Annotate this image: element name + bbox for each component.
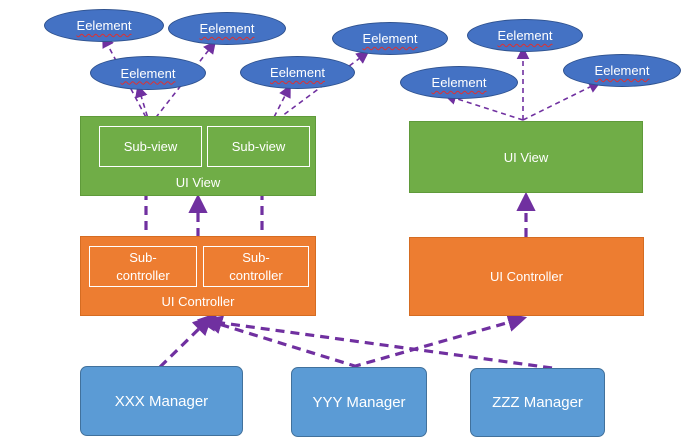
link-rightview-e8 (522, 81, 602, 121)
left-subview-b: Sub-view (207, 126, 310, 167)
element-label: Eelement (594, 63, 650, 78)
element-label: Eelement (270, 65, 325, 80)
xxx-manager-box: XXX Manager (80, 366, 243, 436)
element-ellipse: Eelement (168, 12, 286, 45)
element-label: Eelement (76, 18, 132, 33)
yyy-manager-box: YYY Manager (291, 367, 427, 437)
element-label: Eelement (362, 31, 418, 46)
link-subview-b-e4 (269, 84, 291, 126)
left-subview-a: Sub-view (99, 126, 202, 167)
left-subcontroller-a: Sub- controller (89, 246, 197, 287)
right-ui-view: UI View (409, 121, 643, 193)
element-label: Eelement (431, 75, 487, 90)
subcontroller-label: Sub- controller (116, 249, 170, 283)
left-subcontroller-b: Sub- controller (203, 246, 309, 287)
subview-label: Sub-view (123, 139, 178, 154)
arrow-yyy-to-left-controller (202, 315, 359, 369)
element-ellipse: Eelement (563, 54, 681, 87)
left-ui-view-label: UI View (175, 175, 221, 190)
element-ellipse: Eelement (44, 9, 164, 42)
right-ui-controller: UI Controller (409, 237, 644, 316)
element-label: Eelement (199, 21, 255, 36)
link-subview-a-e3 (135, 84, 151, 126)
left-ui-view (80, 116, 316, 196)
subview-label: Sub-view (231, 139, 286, 154)
left-ui-controller (80, 236, 316, 316)
arrow-yyy-to-right-controller (351, 313, 528, 369)
zzz-manager-box: ZZZ Manager (470, 368, 605, 437)
link-subview-a-e1 (102, 34, 151, 126)
link-rightview-e6 (443, 92, 524, 121)
subcontroller-label: Sub- controller (229, 249, 283, 283)
element-ellipse: Eelement (90, 56, 206, 90)
element-ellipse: Eelement (400, 66, 518, 99)
right-ui-view-label: UI View (503, 149, 549, 165)
element-ellipse: Eelement (467, 19, 583, 52)
arrow-zzz-to-left-controller (196, 312, 553, 370)
manager-label: XXX Manager (114, 392, 209, 410)
element-ellipse: Eelement (332, 22, 448, 55)
right-ui-controller-label: UI Controller (490, 269, 563, 284)
element-label: Eelement (120, 65, 176, 81)
arrow-xxx-to-controller (158, 315, 213, 369)
link-subview-b-e5 (269, 51, 370, 126)
manager-label: YYY Manager (312, 393, 406, 411)
left-ui-controller-label: UI Controller (161, 294, 235, 309)
element-ellipse: Eelement (240, 56, 355, 89)
element-label: Eelement (497, 28, 553, 43)
manager-label: ZZZ Manager (492, 394, 583, 411)
